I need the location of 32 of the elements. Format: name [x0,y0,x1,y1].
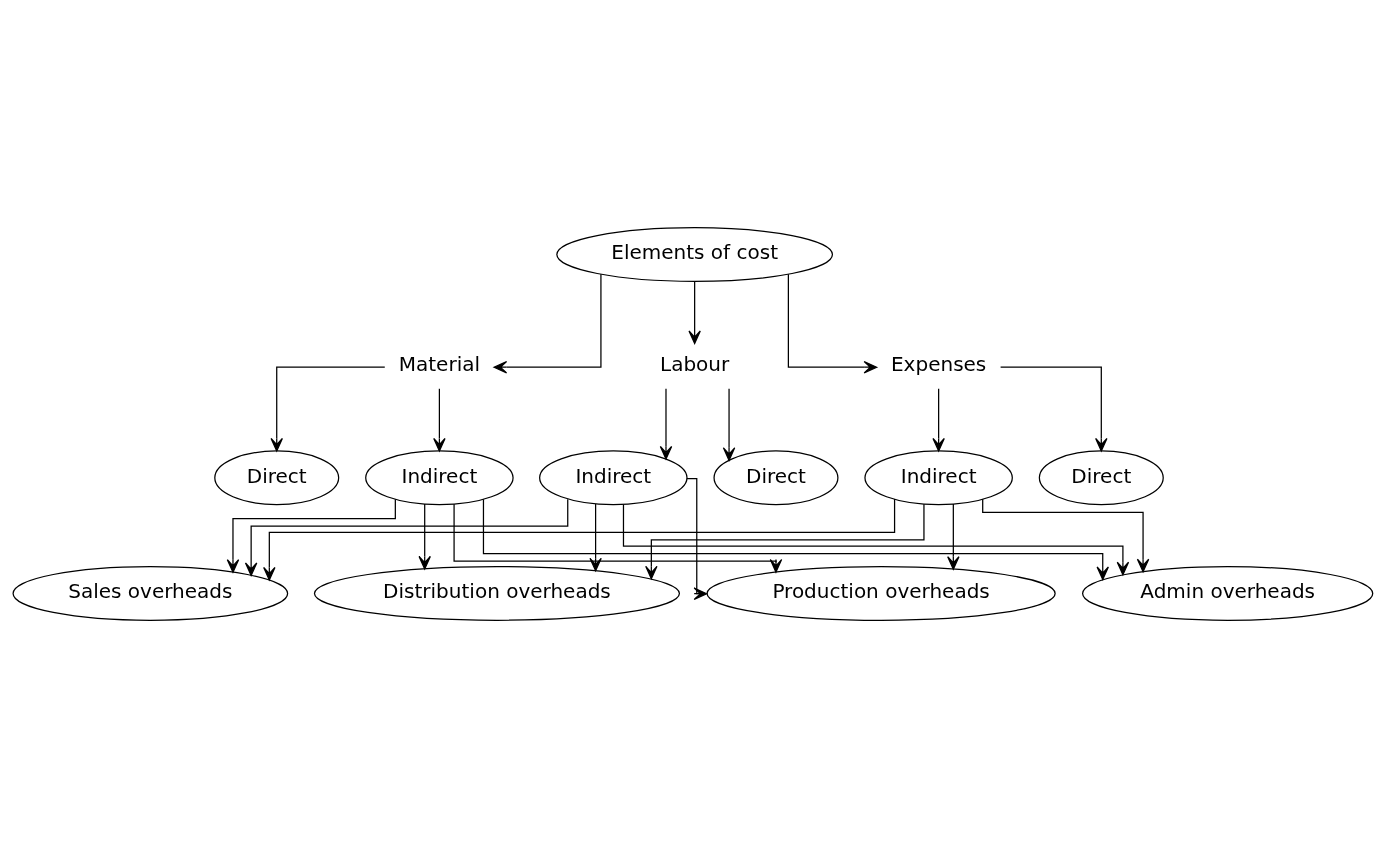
arrow [947,503,960,570]
arrow [589,503,602,572]
arrow [433,388,446,452]
arrow [645,503,925,580]
arrow [270,366,386,452]
arrow [244,498,569,577]
arrow [263,498,896,581]
node-ellipse: Direct [713,450,839,506]
node-ellipse: Production overheads [706,566,1056,621]
node-text: Material [398,351,481,376]
arrow [482,498,1109,581]
arrow [226,498,396,573]
node-ellipse: Direct [214,450,340,506]
node-ellipse: Indirect [864,450,1013,506]
node-ellipse: Indirect [539,450,688,506]
arrow [453,503,783,573]
arrow [688,280,701,345]
arrow [787,273,878,374]
arrow [686,477,708,600]
arrow [722,388,736,461]
arrow [999,366,1108,452]
node-text: Expenses [890,351,987,376]
node-text: Labour [660,351,730,376]
node-ellipse: Elements of cost [556,227,834,282]
arrow [982,498,1150,573]
arrow [622,503,1130,576]
arrow [493,273,602,374]
node-ellipse: Direct [1038,450,1164,506]
arrow [659,388,673,460]
arrow [932,388,945,452]
arrow [418,503,431,570]
node-ellipse: Indirect [365,450,514,506]
